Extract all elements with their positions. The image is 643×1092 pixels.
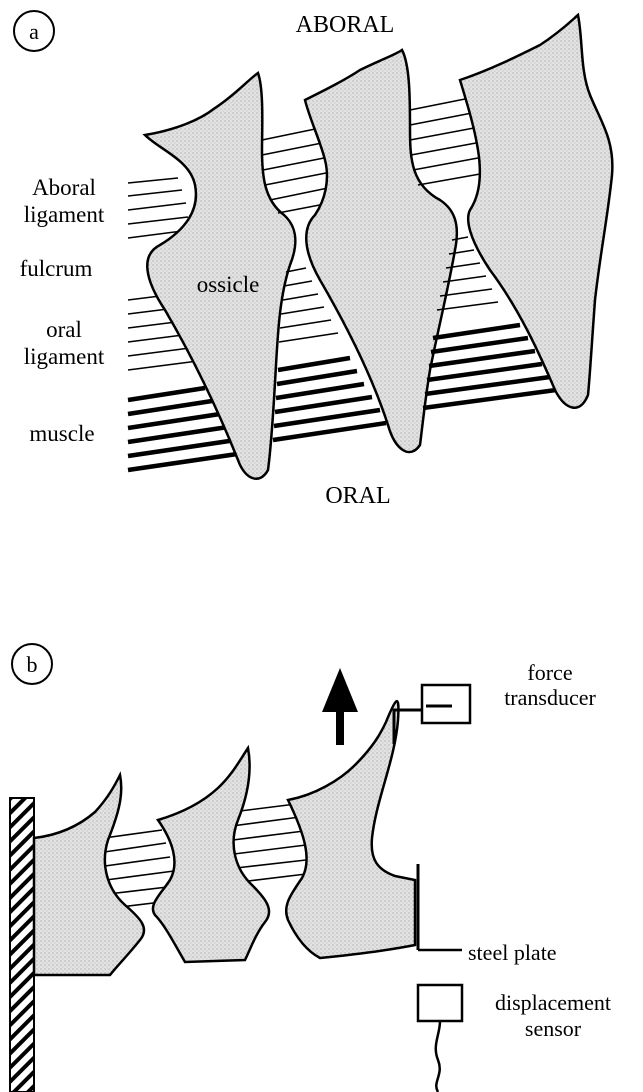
sensor-cable xyxy=(436,1021,440,1092)
panel-a: a ABORAL ORAL xyxy=(14,11,612,509)
aboral-ligament-label-1: Aboral xyxy=(32,175,96,200)
ossicle-label: ossicle xyxy=(197,272,260,297)
oral-ligament-label-1: oral xyxy=(46,317,82,342)
aboral-ligament-label-2: ligament xyxy=(24,202,105,227)
displacement-sensor-box xyxy=(418,985,462,1021)
oral-ligament-label-2: ligament xyxy=(24,344,105,369)
force-label-2: transducer xyxy=(504,685,596,710)
fixed-wall xyxy=(10,798,34,1092)
displacement-label-1: displacement xyxy=(495,990,611,1015)
aboral-heading: ABORAL xyxy=(296,12,395,38)
ossicle-b3 xyxy=(286,701,415,958)
ossicle-b2 xyxy=(153,748,269,962)
displacement-label-2: sensor xyxy=(525,1016,582,1041)
oral-heading: ORAL xyxy=(325,483,390,509)
muscle-label: muscle xyxy=(29,421,94,446)
ossicle-b1 xyxy=(34,775,144,975)
panel-a-marker: a xyxy=(29,19,39,44)
ossicle-3 xyxy=(460,15,612,408)
panel-b-marker: b xyxy=(27,652,38,677)
steel-plate-label: steel plate xyxy=(468,940,557,965)
fulcrum-label: fulcrum xyxy=(20,256,93,281)
panel-b: b xyxy=(10,644,611,1092)
force-label-1: force xyxy=(527,660,572,685)
pull-arrow-head xyxy=(322,668,358,712)
force-transducer-box xyxy=(422,685,470,723)
